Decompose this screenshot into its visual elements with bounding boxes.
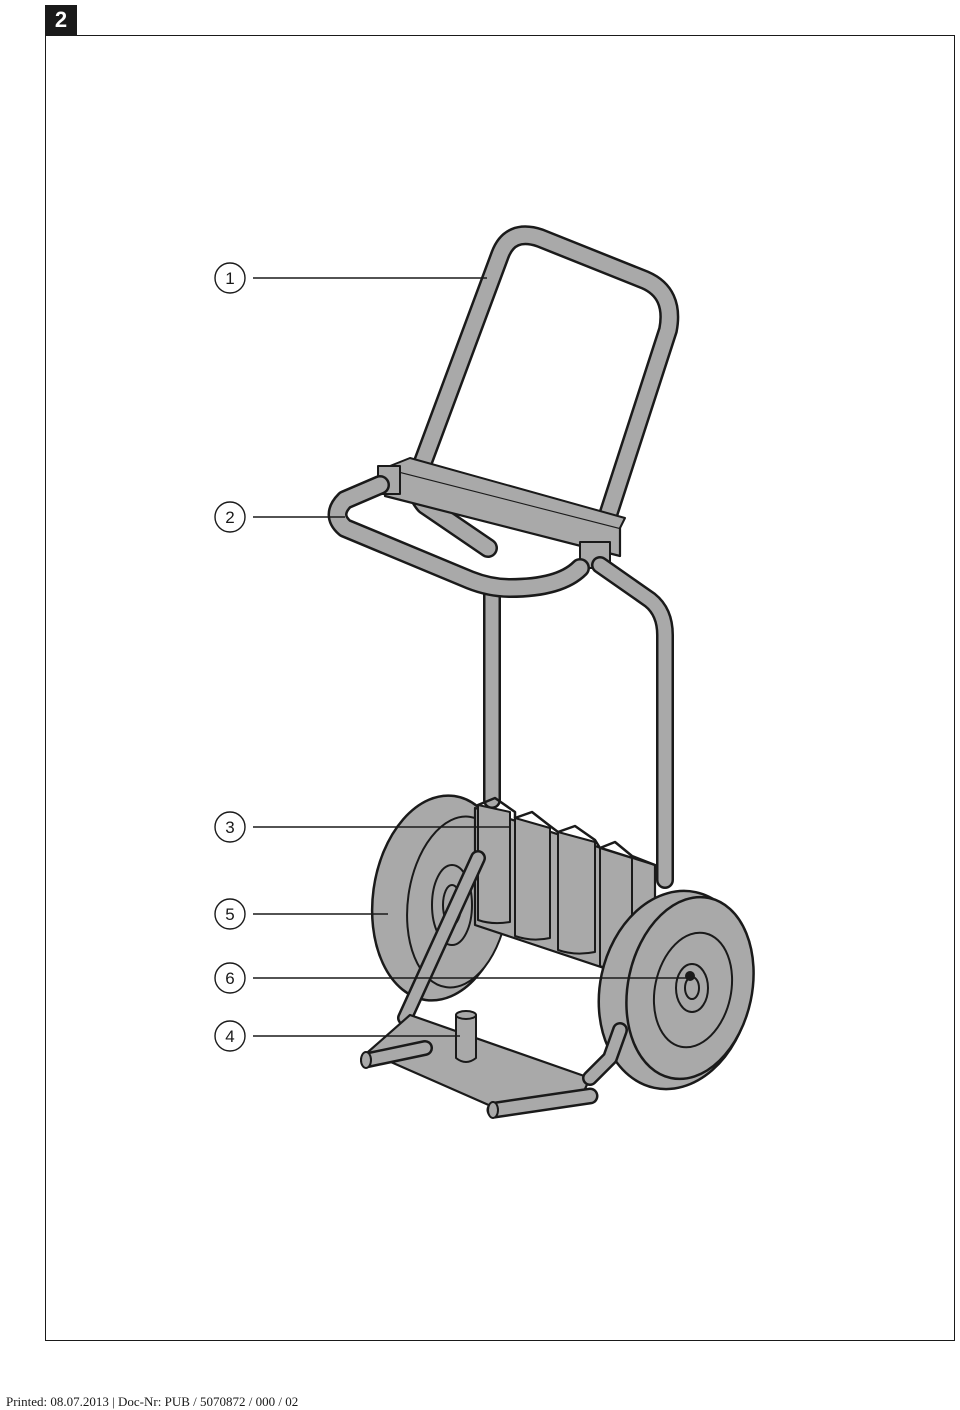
callout-2: 2 <box>214 501 246 533</box>
callout-number: 2 <box>225 508 234 527</box>
figure-frame <box>45 35 955 1341</box>
callout-number: 6 <box>225 969 234 988</box>
tool-holder <box>473 796 657 987</box>
callout-1: 1 <box>214 262 246 294</box>
callout-6: 6 <box>214 962 246 994</box>
front-wheel <box>597 889 755 1091</box>
callout-3: 3 <box>214 811 246 843</box>
callout-number: 4 <box>225 1027 234 1046</box>
callout-5: 5 <box>214 898 246 930</box>
callout-number: 5 <box>225 905 234 924</box>
storage-peg <box>455 1010 477 1063</box>
base-plate <box>360 1013 628 1119</box>
front-brace <box>397 850 486 1026</box>
front-tray-loop <box>327 475 590 598</box>
callout-4: 4 <box>214 1020 246 1052</box>
callout-number: 3 <box>225 818 234 837</box>
right-upright <box>591 556 674 889</box>
print-footer: Printed: 08.07.2013 | Doc-Nr: PUB / 5070… <box>6 1394 299 1409</box>
crossbar-bracket <box>377 457 626 569</box>
callout-number: 1 <box>225 269 234 288</box>
figure-number-badge: 2 <box>45 5 77 35</box>
